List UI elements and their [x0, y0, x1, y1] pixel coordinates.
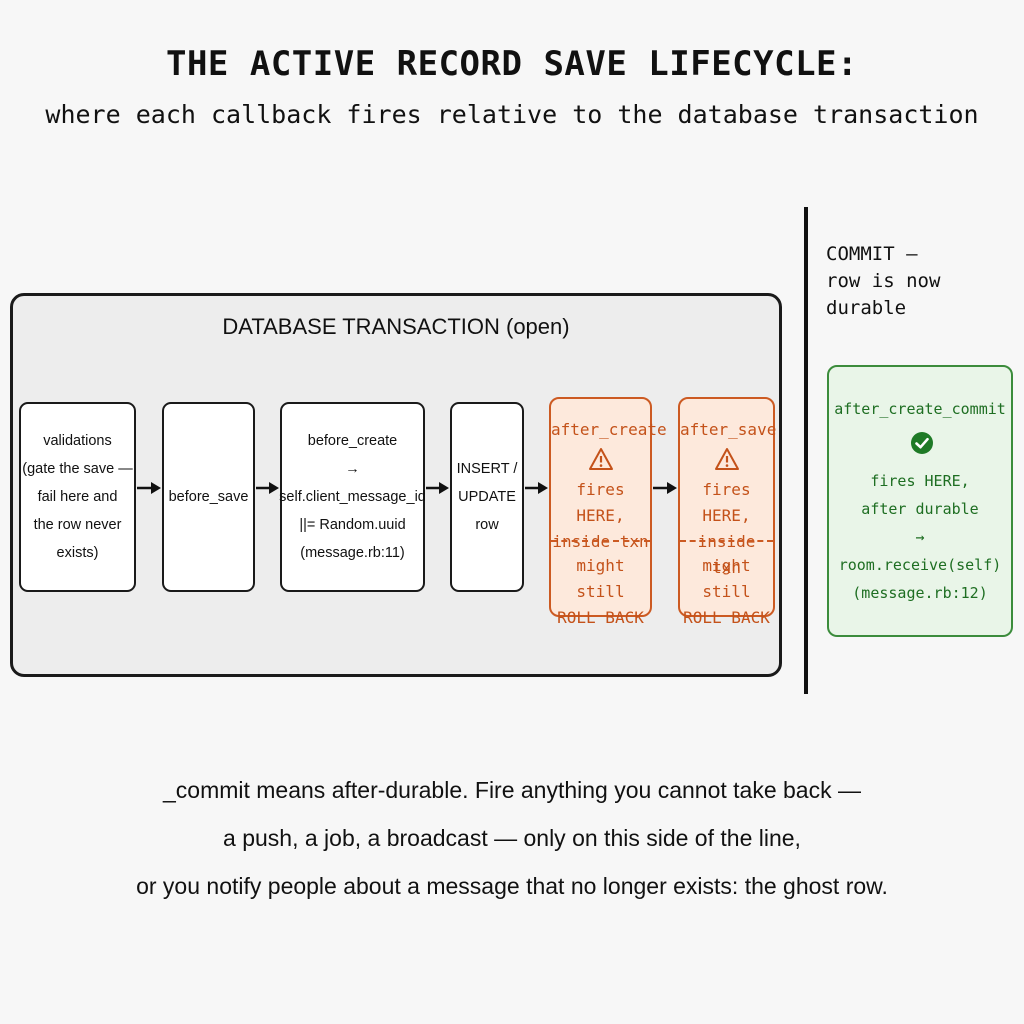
footer-line-1: _commit means after-durable. Fire anythi…	[162, 777, 861, 803]
commit-note: COMMIT — row is now durable	[826, 214, 1016, 322]
after-save-risk: might still ROLL BACK	[683, 556, 770, 627]
step-before-save: before_save	[162, 402, 255, 592]
after-create-note: fires HERE, inside txn	[552, 480, 649, 551]
after-create-commit-name: after_create_commit	[834, 400, 1006, 418]
step-validations: validations (gate the save — fail here a…	[19, 402, 136, 592]
page-subtitle: where each callback fires relative to th…	[45, 100, 979, 129]
step-after-create: after_create fires HERE, inside txn migh…	[549, 397, 667, 627]
arrow-right-icon	[525, 482, 548, 494]
after-create-name: after_create	[551, 420, 667, 439]
after-create-risk: might still ROLL BACK	[557, 556, 644, 627]
step-before-create-text: before_create → self.client_message_id |…	[279, 433, 426, 561]
step-insert-update: INSERT / UPDATE row	[450, 402, 524, 592]
after-create-commit-body: fires HERE, after durable → room.receive…	[838, 472, 1002, 602]
arrow-right-icon	[653, 482, 677, 494]
page-title: THE ACTIVE RECORD SAVE LIFECYCLE:	[165, 44, 858, 84]
arrow-right-icon	[137, 482, 161, 494]
warning-triangle-icon	[588, 448, 613, 470]
footer-line-3: or you notify people about a message tha…	[136, 873, 888, 899]
transaction-label: DATABASE TRANSACTION (open)	[222, 314, 570, 339]
check-circle-icon	[911, 432, 933, 454]
warning-triangle-icon	[714, 448, 739, 470]
commit-note-text: COMMIT — row is now durable	[826, 243, 941, 319]
step-before-create: before_create → self.client_message_id |…	[279, 402, 426, 592]
arrow-right-icon	[426, 482, 449, 494]
step-validations-text: validations (gate the save — fail here a…	[22, 433, 133, 561]
step-insert-update-text: INSERT / UPDATE row	[456, 461, 518, 533]
step-after-save: after_save fires HERE, inside txn might …	[678, 397, 777, 627]
after-save-divider	[680, 540, 773, 542]
step-after-create-commit: after_create_commit fires HERE, after du…	[827, 365, 1013, 637]
footer-note: _commit means after-durable. Fire anythi…	[0, 766, 1024, 910]
commit-line	[804, 207, 808, 694]
step-before-save-text: before_save	[168, 489, 249, 505]
footer-line-2: a push, a job, a broadcast — only on thi…	[223, 825, 801, 851]
after-save-name: after_save	[680, 420, 777, 439]
after-create-divider	[551, 540, 650, 542]
arrow-right-icon	[256, 482, 279, 494]
